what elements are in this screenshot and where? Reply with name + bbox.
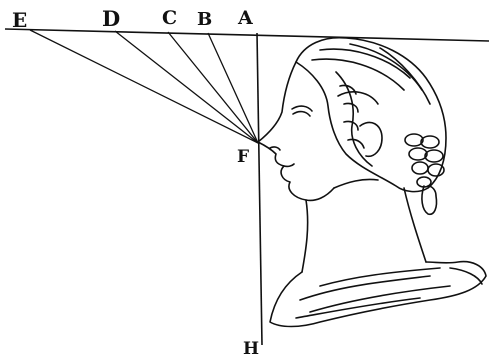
ray-fd [115, 31, 258, 143]
rays-from-f [30, 30, 258, 143]
mouth [284, 164, 294, 166]
hair-strand [338, 92, 378, 104]
ray-fc [168, 32, 258, 143]
ray-fe [30, 30, 258, 143]
hair-outline [296, 38, 446, 192]
point-label-b: B [197, 11, 212, 29]
point-label-h: H [243, 341, 259, 358]
female-profile-bust [258, 38, 486, 327]
drapery-fold [450, 268, 482, 284]
face-profile [258, 62, 334, 200]
neck-front [302, 200, 308, 272]
eye-lid [292, 106, 312, 111]
drapery-fold [296, 298, 420, 318]
point-label-c: C [162, 9, 177, 28]
drapery-fold [300, 276, 430, 300]
line-vertical-ah [257, 33, 262, 345]
hair-strand [350, 44, 422, 90]
ray-fb [208, 33, 258, 143]
jaw-line [334, 179, 378, 188]
point-label-f: F [237, 149, 249, 166]
line-horizontal [5, 29, 489, 41]
braid-twist [344, 103, 358, 112]
hair-curls [405, 134, 444, 187]
point-label-a: A [238, 9, 253, 28]
point-label-d: D [102, 8, 120, 29]
eye [293, 112, 310, 116]
ear [360, 122, 382, 156]
point-label-e: E [12, 10, 27, 30]
